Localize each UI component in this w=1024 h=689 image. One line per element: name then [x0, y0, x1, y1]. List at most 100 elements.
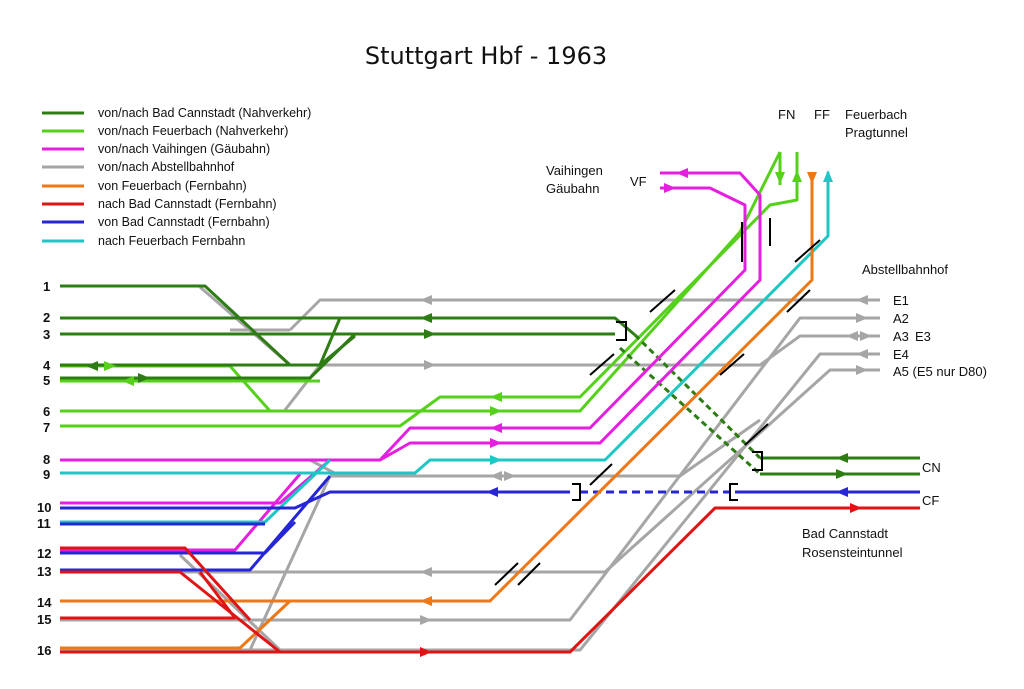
arrow-up-icon [792, 170, 802, 182]
label-e4: E4 [893, 347, 909, 362]
track-fn-4 [60, 364, 272, 412]
legend-label: von/nach Vaihingen (Gäubahn) [98, 142, 270, 156]
track-cf-in [60, 490, 570, 510]
vaihingen-tracks [60, 171, 762, 552]
arrow-left-icon [836, 487, 848, 497]
track-e1 [288, 298, 880, 332]
arrow-left-icon [420, 295, 432, 305]
legend-item: von/nach Feuerbach (Nahverkehr) [42, 124, 288, 138]
track-red-13 [60, 570, 281, 654]
arrow-right-icon [504, 471, 516, 481]
bridge-mark [494, 562, 519, 586]
bridge-marks [494, 218, 821, 586]
platform-number: 2 [43, 310, 50, 325]
arrow-right-icon [856, 365, 868, 375]
arrow-right-icon [424, 329, 436, 339]
track-orange-14 [60, 172, 814, 603]
tunnel-portal [616, 321, 627, 341]
direction-arrows [86, 168, 872, 657]
track-orange-16 [60, 599, 292, 650]
track-red-12 [60, 546, 252, 622]
bridge-mark [794, 239, 821, 263]
legend-item: von/nach Bad Cannstadt (Nahverkehr) [42, 106, 311, 120]
platform-number: 5 [43, 373, 50, 388]
abstell-tracks [60, 285, 880, 652]
track-vf-12 [60, 473, 302, 552]
arrow-up-icon [823, 170, 833, 182]
label-fn: FN [778, 107, 795, 122]
legend-label: von Bad Cannstadt (Fernbahn) [98, 215, 270, 229]
arrow-left-icon [856, 349, 868, 359]
arrow-right-icon [860, 331, 872, 341]
track-ff-11 [60, 458, 332, 524]
platform-number: 7 [43, 420, 50, 435]
arrow-down-icon [807, 172, 817, 184]
arrow-left-icon [490, 392, 502, 402]
bridge-mark [744, 423, 769, 446]
label-abstellbahnhof: Abstellbahnhof [862, 262, 948, 277]
arrow-right-icon [836, 469, 848, 479]
bridge-mark [786, 289, 811, 313]
label-feuerbach: Feuerbach [845, 107, 907, 122]
arrow-left-icon [420, 596, 432, 606]
track-abstell-9 [330, 418, 761, 478]
label-a2: A2 [893, 311, 909, 326]
arrow-left-icon [420, 567, 432, 577]
legend-label: von/nach Abstellbahnhof [98, 160, 235, 174]
bridge-mark [589, 353, 615, 376]
arrow-right-icon [424, 360, 436, 370]
arrow-left-icon [86, 361, 98, 371]
label-vaihingen: Vaihingen [546, 163, 603, 178]
legend-item: von/nach Abstellbahnhof [42, 160, 235, 174]
feuerbach-fern-in-tracks [60, 172, 814, 650]
legend-item: nach Feuerbach Fernbahn [42, 234, 245, 248]
label-pragtunnel: Pragtunnel [845, 125, 908, 140]
track-a2 [60, 316, 880, 622]
platform-number: 16 [37, 643, 51, 658]
label-ff: FF [814, 107, 830, 122]
feuerbach-fern-out-tracks [60, 172, 830, 524]
bridge-mark [649, 289, 676, 313]
track-cf-in-13 [60, 475, 332, 572]
label-gaeubahn: Gäubahn [546, 181, 600, 196]
track-cn-2 [60, 316, 636, 337]
arrow-right-icon [420, 647, 432, 657]
arrow-right-icon [420, 615, 432, 625]
arrow-down-icon [775, 172, 785, 184]
legend-label: nach Feuerbach Fernbahn [98, 234, 245, 248]
track-vf-8 [60, 186, 747, 462]
diagram-title: Stuttgart Hbf - 1963 [365, 42, 607, 70]
bridge-mark [719, 353, 745, 376]
arrow-left-icon [836, 453, 848, 463]
platform-labels: 1 2 3 4 5 6 7 8 9 10 11 12 13 14 15 16 [37, 279, 52, 658]
tunnel-portal [752, 451, 763, 471]
label-e3: E3 [915, 329, 931, 344]
cannstadt-fern-in-tracks [60, 475, 920, 572]
track-a3 [290, 334, 880, 367]
arrow-left-icon [846, 331, 858, 341]
arrow-left-icon [856, 295, 868, 305]
arrow-left-icon [490, 471, 502, 481]
arrow-right-icon [664, 183, 676, 193]
arrow-right-icon [490, 438, 502, 448]
legend-label: von/nach Bad Cannstadt (Nahverkehr) [98, 106, 311, 120]
platform-number: 11 [37, 516, 51, 531]
platform-number: 1 [43, 279, 50, 294]
arrow-right-icon [104, 361, 116, 371]
arrow-left-icon [676, 168, 688, 178]
arrow-right-icon [138, 373, 150, 383]
label-a5: A5 (E5 nur D80) [893, 364, 987, 379]
track-vf-10 [60, 171, 762, 505]
platform-number: 10 [37, 500, 51, 515]
legend-label: von/nach Feuerbach (Nahverkehr) [98, 124, 288, 138]
platform-number: 6 [43, 404, 50, 419]
legend-item: von Feuerbach (Fernbahn) [42, 179, 247, 193]
label-a3: A3 [893, 329, 909, 344]
track-cn-4 [60, 317, 342, 367]
track-red-15 [60, 571, 237, 620]
label-e1: E1 [893, 293, 909, 308]
label-bad-cannstadt: Bad Cannstadt [802, 526, 888, 541]
legend-item: von Bad Cannstadt (Fernbahn) [42, 215, 270, 229]
label-rosensteintunnel: Rosensteintunnel [802, 545, 903, 560]
